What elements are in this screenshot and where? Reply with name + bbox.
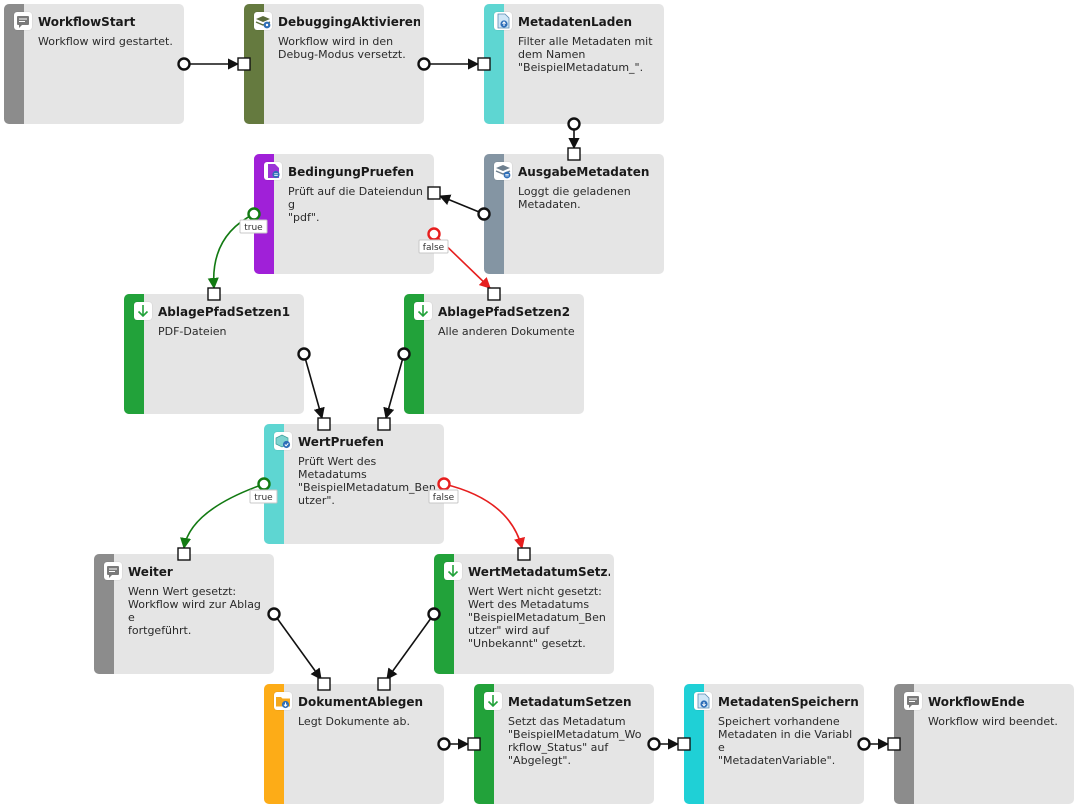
- node-metadaten-speichern[interactable]: MetadatenSpeichern Speichert vorhandene …: [684, 684, 864, 804]
- node-description: Filter alle Metadaten mit dem Namen "Bei…: [518, 35, 653, 74]
- comment-icon: [14, 12, 32, 30]
- edge-ausgabe-metadaten-to-bedingung-pruefen[interactable]: [438, 194, 485, 215]
- node-stripe: [254, 154, 274, 274]
- layers-list-icon: [494, 162, 512, 180]
- node-workflow-ende[interactable]: WorkflowEnde Workflow wird beendet.: [894, 684, 1074, 804]
- node-stripe: [484, 4, 504, 124]
- cube-check-icon: [274, 432, 292, 450]
- node-wert-pruefen[interactable]: WertPruefen Prüft Wert des Metadatums "B…: [264, 424, 444, 544]
- node-metadatum-setzen[interactable]: MetadatumSetzen Setzt das Metadatum "Bei…: [474, 684, 654, 804]
- node-stripe: [94, 554, 114, 674]
- node-description: Prüft Wert des Metadatums "BeispielMetad…: [298, 455, 436, 507]
- node-description: Setzt das Metadatum "BeispielMetadatum_W…: [508, 715, 642, 767]
- node-stripe: [894, 684, 914, 804]
- node-description: Loggt die geladenen Metadaten.: [518, 185, 631, 211]
- folder-download-icon: [274, 692, 292, 710]
- arrow-down-icon: [134, 302, 152, 320]
- edge-bedingung-pruefen-to-ablage-pfad-setzen-1[interactable]: [207, 213, 255, 290]
- arrow-down-icon: [444, 562, 462, 580]
- node-title: WertMetadatumSetz...: [468, 565, 610, 579]
- node-description: PDF-Dateien: [158, 325, 227, 338]
- edge-weiter-to-dokument-ablegen[interactable]: [273, 613, 322, 680]
- node-title: BedingungPruefen: [288, 165, 415, 179]
- node-description: Prüft auf die Dateiendung "pdf".: [288, 185, 423, 224]
- node-ablage-pfad-setzen-2[interactable]: AblagePfadSetzen2 Alle anderen Dokumente: [404, 294, 584, 414]
- node-title: WorkflowStart: [38, 15, 136, 29]
- document-download-icon: [694, 692, 712, 710]
- edge-wert-pruefen-to-wert-metadatum-setzen[interactable]: [443, 483, 525, 550]
- node-description: Alle anderen Dokumente: [438, 325, 575, 338]
- node-title: WorkflowEnde: [928, 695, 1025, 709]
- node-stripe: [684, 684, 704, 804]
- node-stripe: [244, 4, 264, 124]
- node-description: Legt Dokumente ab.: [298, 715, 410, 728]
- node-stripe: [264, 684, 284, 804]
- node-debugging-aktivieren[interactable]: DebuggingAktivieren Workflow wird in den…: [244, 4, 424, 124]
- node-weiter[interactable]: Weiter Wenn Wert gesetzt: Workflow wird …: [94, 554, 274, 674]
- edge-bedingung-pruefen-to-ablage-pfad-setzen-2[interactable]: [433, 233, 491, 289]
- edge-wert-metadatum-setzen-to-dokument-ablegen[interactable]: [386, 613, 435, 680]
- edge-wert-pruefen-to-weiter[interactable]: [180, 483, 265, 550]
- node-title: AusgabeMetadaten: [518, 165, 650, 179]
- node-ausgabe-metadaten[interactable]: AusgabeMetadaten Loggt die geladenen Met…: [484, 154, 664, 274]
- node-description: Workflow wird gestartet.: [38, 35, 173, 48]
- node-title: AblagePfadSetzen2: [438, 305, 571, 319]
- arrow-down-icon: [414, 302, 432, 320]
- node-wert-metadatum-setzen[interactable]: WertMetadatumSetz... Wert Wert nicht ges…: [434, 554, 614, 674]
- node-title: WertPruefen: [298, 435, 384, 449]
- node-title: MetadatenLaden: [518, 15, 633, 29]
- document-condition-icon: [264, 162, 282, 180]
- edge-ablage-pfad-setzen-2-to-wert-pruefen[interactable]: [383, 353, 405, 420]
- node-description: Workflow wird beendet.: [928, 715, 1058, 728]
- node-workflow-start[interactable]: WorkflowStart Workflow wird gestartet.: [4, 4, 184, 124]
- node-title: AblagePfadSetzen1: [158, 305, 291, 319]
- node-stripe: [474, 684, 494, 804]
- node-title: MetadatumSetzen: [508, 695, 632, 709]
- node-bedingung-pruefen[interactable]: BedingungPruefen Prüft auf die Dateiendu…: [254, 154, 434, 274]
- layers-gear-icon: [254, 12, 272, 30]
- comment-icon: [904, 692, 922, 710]
- node-description: Workflow wird in den Debug-Modus versetz…: [278, 35, 406, 61]
- node-description: Wenn Wert gesetzt: Workflow wird zur Abl…: [128, 585, 261, 637]
- node-stripe: [434, 554, 454, 674]
- node-title: DokumentAblegen: [298, 695, 424, 709]
- node-stripe: [264, 424, 284, 544]
- edge-ablage-pfad-setzen-1-to-wert-pruefen[interactable]: [303, 353, 325, 420]
- document-upload-icon: [494, 12, 512, 30]
- node-stripe: [4, 4, 24, 124]
- arrow-down-icon: [484, 692, 502, 710]
- node-title: MetadatenSpeichern: [718, 695, 859, 709]
- node-ablage-pfad-setzen-1[interactable]: AblagePfadSetzen1 PDF-Dateien: [124, 294, 304, 414]
- comment-icon: [104, 562, 122, 580]
- node-description: Speichert vorhandene Metadaten in die Va…: [718, 715, 853, 767]
- node-title: DebuggingAktivieren: [278, 15, 420, 29]
- node-dokument-ablegen[interactable]: DokumentAblegen Legt Dokumente ab.: [264, 684, 444, 804]
- node-stripe: [124, 294, 144, 414]
- node-title: Weiter: [128, 565, 173, 579]
- node-stripe: [404, 294, 424, 414]
- node-metadaten-laden[interactable]: MetadatenLaden Filter alle Metadaten mit…: [484, 4, 664, 124]
- node-description: Wert Wert nicht gesetzt: Wert des Metada…: [468, 585, 606, 650]
